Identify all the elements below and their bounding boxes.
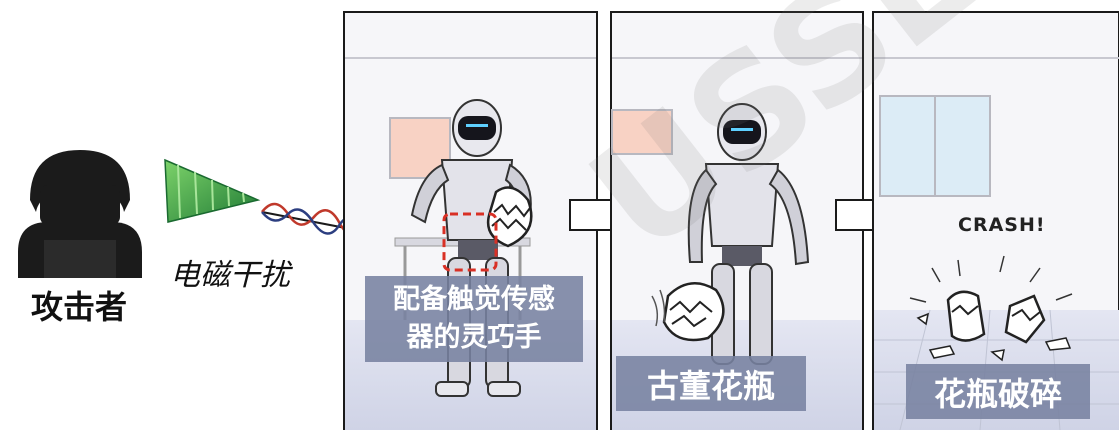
em-interference-label: 电磁干扰	[170, 258, 290, 293]
attacker-icon	[18, 150, 142, 278]
vase-2-falling	[651, 282, 725, 342]
tactile-highlight-box	[442, 212, 498, 272]
panel-3-caption: 花瓶破碎	[906, 364, 1090, 419]
crash-sound-label: CRASH!	[958, 214, 1046, 236]
attacker-label: 攻击者	[30, 288, 127, 326]
robot-2	[687, 103, 810, 365]
vase-3-broken	[909, 255, 1073, 362]
panel-2-caption: 古董花瓶	[616, 356, 806, 411]
panel-1-caption: 配备触觉传感 器的灵巧手	[365, 276, 583, 362]
antenna-icon	[164, 158, 261, 223]
vase-1	[486, 186, 533, 248]
